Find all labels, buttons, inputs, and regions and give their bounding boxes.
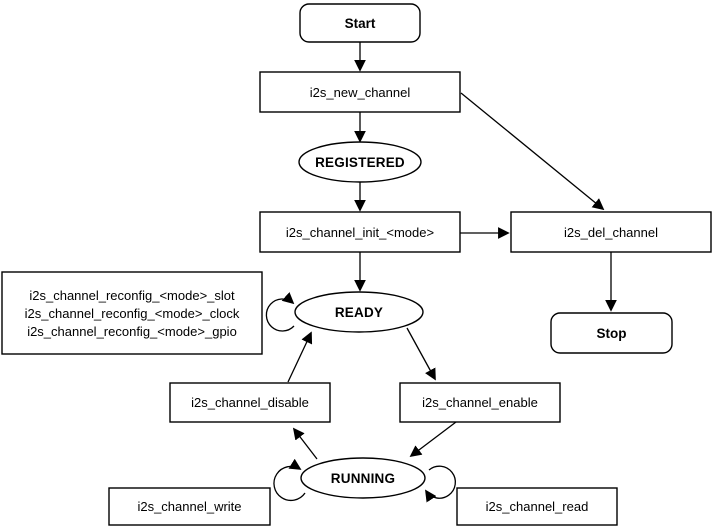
node-disable: i2s_channel_disable bbox=[169, 382, 331, 423]
ready-state-label: READY bbox=[335, 305, 383, 320]
reconfig-node-shape bbox=[1, 271, 263, 355]
reconfig-clock-label: i2s_channel_reconfig_<mode>_clock bbox=[25, 306, 240, 321]
enable-node-shape bbox=[399, 382, 561, 423]
node-read: i2s_channel_read bbox=[456, 487, 618, 526]
registered-state-label: REGISTERED bbox=[315, 155, 405, 170]
node-registered: REGISTERED bbox=[298, 141, 422, 183]
node-running: RUNNING bbox=[300, 457, 426, 499]
node-ready: READY bbox=[294, 291, 424, 333]
init-node-shape bbox=[259, 211, 461, 253]
write-node-shape bbox=[108, 487, 271, 526]
new-channel-node-label: i2s_new_channel bbox=[310, 85, 411, 100]
node-new-channel: i2s_new_channel bbox=[259, 71, 461, 113]
node-enable: i2s_channel_enable bbox=[399, 382, 561, 423]
read-node-label: i2s_channel_read bbox=[486, 499, 589, 514]
del-channel-node-shape bbox=[510, 211, 712, 253]
running-state-label: RUNNING bbox=[331, 471, 395, 486]
stop-node-label: Stop bbox=[597, 326, 627, 341]
nodes: Start i2s_new_channel REGISTERED i2s_cha… bbox=[1, 3, 712, 526]
new-channel-node-shape bbox=[259, 71, 461, 113]
del-channel-node-label: i2s_del_channel bbox=[564, 225, 658, 240]
self-loop-ready-reconfig bbox=[265, 292, 295, 332]
self-loop-running-write bbox=[273, 458, 306, 502]
node-start: Start bbox=[299, 3, 421, 43]
disable-node-label: i2s_channel_disable bbox=[191, 395, 309, 410]
edge-ready-to-enable bbox=[406, 327, 436, 381]
enable-node-label: i2s_channel_enable bbox=[422, 395, 538, 410]
edge-disable-to-ready bbox=[287, 331, 313, 383]
registered-state-shape bbox=[298, 141, 422, 183]
node-reconfig: i2s_channel_reconfig_<mode>_slot i2s_cha… bbox=[1, 271, 263, 355]
edge-enable-to-running bbox=[409, 421, 457, 458]
edges bbox=[265, 42, 617, 503]
edge-running-to-disable bbox=[292, 427, 318, 460]
read-node-shape bbox=[456, 487, 618, 526]
write-node-label: i2s_channel_write bbox=[137, 499, 241, 514]
self-loop-running-read bbox=[425, 465, 456, 503]
disable-node-shape bbox=[169, 382, 331, 423]
running-state-shape bbox=[300, 457, 426, 499]
reconfig-gpio-label: i2s_channel_reconfig_<mode>_gpio bbox=[27, 324, 237, 339]
node-stop: Stop bbox=[550, 312, 673, 354]
start-node-shape bbox=[299, 3, 421, 43]
node-init: i2s_channel_init_<mode> bbox=[259, 211, 461, 253]
init-node-label: i2s_channel_init_<mode> bbox=[286, 225, 434, 240]
node-del-channel: i2s_del_channel bbox=[510, 211, 712, 253]
edge-new-channel-to-del-channel bbox=[460, 92, 605, 211]
stop-node-shape bbox=[550, 312, 673, 354]
reconfig-slot-label: i2s_channel_reconfig_<mode>_slot bbox=[29, 288, 235, 303]
node-write: i2s_channel_write bbox=[108, 487, 271, 526]
start-node-label: Start bbox=[345, 16, 376, 31]
ready-state-shape bbox=[294, 291, 424, 333]
